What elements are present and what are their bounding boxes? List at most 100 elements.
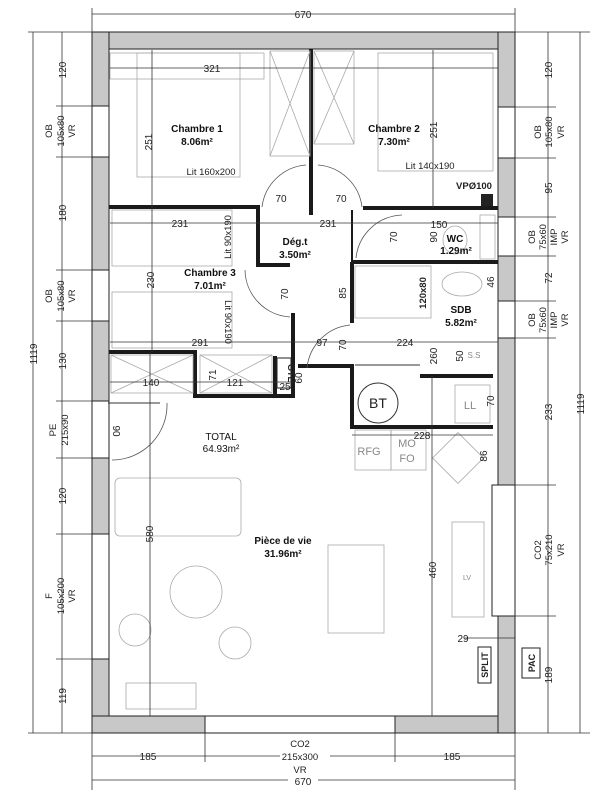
- bed-label-3a: Lit 90x190: [223, 215, 234, 259]
- opening-right-ob1: OB 105x80 VR: [533, 116, 567, 147]
- kitchen-sink-label: LV: [463, 575, 471, 582]
- svg-text:VR: VR: [556, 125, 567, 138]
- window-right-ob3: [497, 300, 516, 339]
- dim-left-120: 120: [58, 61, 69, 78]
- svg-text:105x80: 105x80: [544, 116, 555, 147]
- vent-label: VPØ100: [456, 181, 492, 192]
- svg-text:75x60: 75x60: [538, 224, 549, 250]
- room-sdb: SDB: [450, 305, 471, 316]
- dim-251a: 251: [144, 133, 155, 150]
- svg-text:OB: OB: [533, 125, 544, 139]
- dim-46: 46: [486, 276, 497, 288]
- dim-bottom-185b: 185: [444, 752, 461, 763]
- dim-230: 230: [146, 271, 157, 288]
- armchair-right: [218, 626, 252, 660]
- svg-text:VR: VR: [293, 765, 306, 776]
- room-chambre3: Chambre 3: [184, 268, 236, 279]
- svg-text:OB: OB: [527, 230, 538, 244]
- dim-right-233: 233: [544, 403, 555, 420]
- bed-chambre3b: [111, 291, 233, 349]
- dim-121: 121: [227, 378, 244, 389]
- area-chambre3: 7.01m²: [194, 281, 226, 292]
- gtl-label: GTL: [286, 364, 296, 382]
- dim-70b: 70: [335, 194, 347, 205]
- sink-sdb: [441, 271, 483, 297]
- dim-71: 71: [208, 369, 219, 381]
- dim-left-120b: 120: [58, 487, 69, 504]
- opening-left-ob1: OB 105x80 VR: [44, 115, 78, 146]
- window-left-f: [91, 533, 110, 660]
- interior-walls: [108, 49, 498, 429]
- svg-text:VR: VR: [560, 313, 571, 326]
- area-sdb: 5.82m²: [445, 318, 477, 329]
- exterior-dimensions: 670 120 180 130 120 119 1119 OB 105x80 V…: [28, 8, 590, 790]
- sofa: [114, 477, 242, 537]
- exterior-walls: [91, 31, 516, 734]
- svg-text:VR: VR: [67, 124, 78, 137]
- room-wc: WC: [447, 234, 464, 245]
- area-chambre1: 8.06m²: [181, 137, 213, 148]
- svg-text:VR: VR: [67, 289, 78, 302]
- svg-text:105x200: 105x200: [56, 578, 67, 614]
- washer-label: LL: [464, 400, 476, 412]
- dining-table: [327, 544, 385, 634]
- bed-label-1: Lit 160x200: [186, 167, 235, 178]
- dim-left-total: 1119: [29, 343, 40, 364]
- window-bottom-co2: [204, 715, 396, 734]
- coffee-table: [169, 565, 223, 619]
- door-entrance: [91, 400, 110, 459]
- opening-left-f: F 105x200 VR: [44, 578, 78, 614]
- opening-left-ob2: OB 105x80 VR: [44, 280, 78, 311]
- svg-text:OB: OB: [44, 289, 55, 303]
- bed-chambre2: [377, 52, 494, 172]
- area-chambre2: 7.30m²: [378, 137, 410, 148]
- dim-70e: 70: [338, 339, 349, 351]
- svg-text:105x80: 105x80: [56, 280, 67, 311]
- area-total: 64.93m²: [203, 444, 240, 455]
- dim-top-total: 670: [295, 10, 312, 21]
- dim-231b: 231: [320, 219, 337, 230]
- dim-bottom-total: 670: [295, 777, 312, 788]
- dim-231a: 231: [172, 219, 189, 230]
- svg-text:CO2: CO2: [290, 739, 310, 750]
- dim-70d: 70: [280, 288, 291, 300]
- shower-label: 120x80: [418, 277, 429, 309]
- window-right-co2: [491, 484, 516, 617]
- dryer-label: S.S: [468, 351, 481, 360]
- svg-text:75x210: 75x210: [544, 534, 555, 565]
- furniture: [109, 52, 496, 710]
- dim-460: 460: [428, 561, 439, 578]
- svg-text:OB: OB: [527, 313, 538, 327]
- closets: [110, 50, 355, 394]
- dim-70f: 70: [486, 395, 497, 407]
- svg-text:75x60: 75x60: [538, 307, 549, 333]
- fridge-label: RFG: [357, 446, 380, 458]
- area-wc: 1.29m²: [440, 246, 472, 257]
- bed-label-3b: Lit 90x190: [222, 300, 233, 344]
- area-piece-de-vie: 31.96m²: [264, 549, 302, 560]
- dim-251b: 251: [429, 121, 440, 138]
- label-total: TOTAL: [205, 432, 237, 443]
- svg-text:IMP: IMP: [549, 229, 560, 246]
- dim-70c: 70: [389, 231, 400, 243]
- window-right-ob2: [497, 216, 516, 257]
- toilet: [442, 225, 468, 255]
- svg-text:VR: VR: [67, 589, 78, 602]
- dim-right-189: 189: [544, 666, 555, 683]
- dim-580: 580: [145, 525, 156, 542]
- washing-machine: [454, 384, 491, 424]
- dim-bottom-185a: 185: [140, 752, 157, 763]
- dim-right-total: 1119: [576, 393, 587, 414]
- dim-70a: 70: [275, 194, 287, 205]
- dim-140: 140: [143, 378, 160, 389]
- opening-bottom-co2: CO2 215x300 VR: [280, 737, 330, 777]
- microwave-label: MO: [398, 438, 416, 450]
- dim-29: 29: [457, 634, 469, 645]
- window-left-ob2: [91, 269, 110, 322]
- bed-chambre3a: [111, 209, 233, 267]
- dim-224: 224: [397, 338, 414, 349]
- dim-150: 150: [431, 220, 448, 231]
- svg-text:VR: VR: [556, 543, 567, 556]
- dim-right-72: 72: [544, 272, 555, 284]
